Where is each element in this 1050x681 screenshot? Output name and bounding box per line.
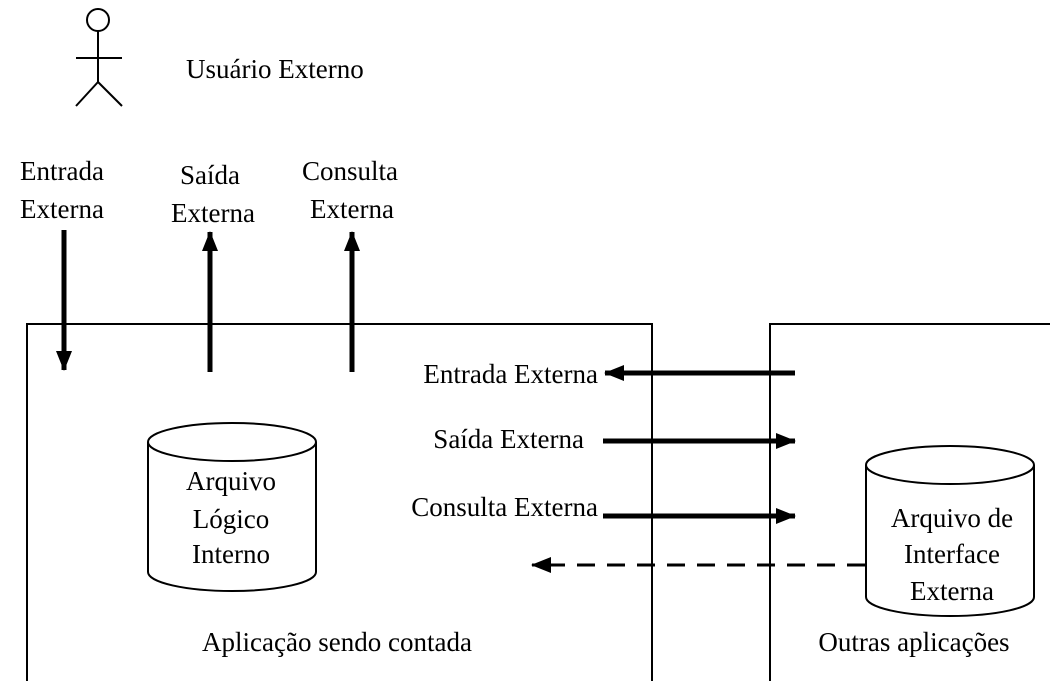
application-label: Aplicação sendo contada: [202, 627, 472, 657]
side-flow-entrada-label: Entrada Externa: [423, 359, 598, 389]
internal-file-line2: Lógico: [193, 504, 269, 534]
top-flow-entrada-line2: Externa: [20, 194, 104, 224]
other-applications-label: Outras aplicações: [818, 627, 1009, 657]
top-flow-saida-line1: Saída: [180, 160, 240, 190]
top-flow-consulta-line2: Externa: [310, 194, 394, 224]
external-file-line2: Interface: [904, 539, 1000, 569]
side-flow-saida-label: Saída Externa: [433, 424, 584, 454]
actor-label: Usuário Externo: [186, 54, 364, 84]
top-flow-entrada-line1: Entrada: [20, 156, 104, 186]
external-file-line3: Externa: [910, 576, 994, 606]
internal-file-cylinder-icon: [147, 422, 317, 592]
side-flow-consulta-label: Consulta Externa: [411, 492, 598, 522]
internal-file-line1: Arquivo: [186, 466, 276, 496]
external-file-cylinder-icon: [865, 445, 1035, 617]
top-flow-consulta-line1: Consulta: [302, 156, 398, 186]
stick-figure-icon: [75, 8, 123, 107]
external-file-line1: Arquivo de: [891, 503, 1013, 533]
other-applications-boundary: [769, 323, 1050, 681]
application-boundary: [26, 323, 653, 681]
top-flow-saida-line2: Externa: [171, 198, 255, 228]
internal-file-line3: Interno: [192, 539, 270, 569]
